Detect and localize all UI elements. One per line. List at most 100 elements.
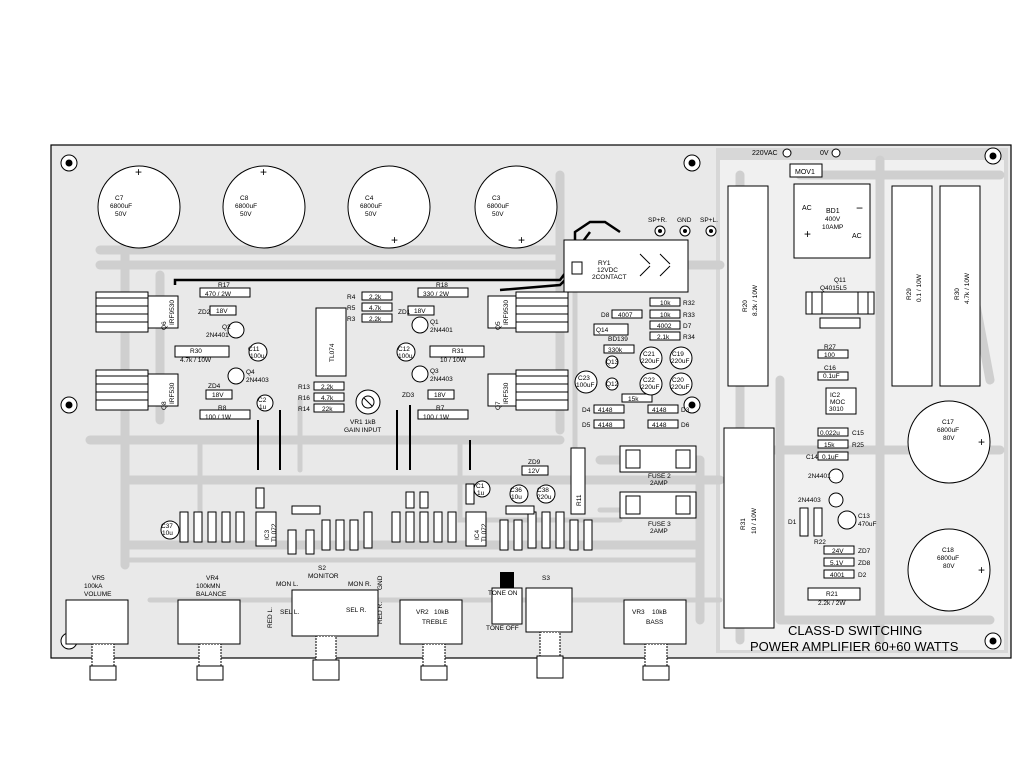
svg-text:Q12: Q12 <box>606 381 619 388</box>
svg-text:6800uF: 6800uF <box>235 203 257 210</box>
svg-text:VR4: VR4 <box>206 575 219 582</box>
svg-text:50V: 50V <box>492 211 504 218</box>
svg-text:R30: R30 <box>190 348 202 355</box>
switch-s3: TONE ON TONE OFF S3 <box>486 572 573 679</box>
trimmer-vr1: VR1 1kB GAIN INPUT <box>344 389 381 434</box>
svg-text:4148: 4148 <box>652 422 667 429</box>
svg-text:BALANCE: BALANCE <box>196 591 227 598</box>
svg-text:100 / 1W: 100 / 1W <box>423 414 450 421</box>
svg-text:C14: C14 <box>806 454 818 461</box>
svg-text:D5: D5 <box>582 422 591 429</box>
svg-text:+: + <box>260 165 267 179</box>
svg-text:4.7k: 4.7k <box>369 305 382 312</box>
svg-text:Q7: Q7 <box>495 401 502 410</box>
svg-text:R21: R21 <box>826 591 838 598</box>
filter-cap-c8: + C8 6800uF 50V <box>222 165 306 249</box>
svg-text:2N4401: 2N4401 <box>430 327 453 334</box>
svg-text:R33: R33 <box>683 312 695 319</box>
svg-text:2.2k: 2.2k <box>369 316 382 323</box>
svg-text:VR3: VR3 <box>632 609 645 616</box>
svg-text:IRF9530: IRF9530 <box>503 300 510 325</box>
svg-text:8.2k / 10W: 8.2k / 10W <box>752 284 759 316</box>
filter-cap-c7: + C7 6800uF 50V <box>97 165 181 249</box>
svg-text:BD1: BD1 <box>826 208 840 215</box>
svg-text:R4: R4 <box>347 294 356 301</box>
cap-c1: C1 1u <box>473 480 491 498</box>
svg-text:TONE OFF: TONE OFF <box>486 625 519 632</box>
svg-text:ZD3: ZD3 <box>402 392 415 399</box>
svg-text:R5: R5 <box>347 305 356 312</box>
svg-text:10k: 10k <box>660 300 671 307</box>
svg-text:R13: R13 <box>298 384 310 391</box>
svg-text:R34: R34 <box>683 334 695 341</box>
svg-text:C13: C13 <box>858 513 870 520</box>
svg-text:C7: C7 <box>115 195 124 202</box>
svg-text:VR2: VR2 <box>416 609 429 616</box>
cap-c2: C2 1u <box>256 394 274 412</box>
svg-text:10k: 10k <box>660 312 671 319</box>
relay-driver-parts: D8 4007 10k R32 10k R33 4002 D7 2.1k R34… <box>574 297 695 429</box>
svg-text:Q8: Q8 <box>161 401 168 410</box>
resistor-r20: R20 8.2k / 10W <box>727 185 769 387</box>
svg-text:10u: 10u <box>511 494 522 501</box>
filter-cap-c4: + C4 6800uF 50V <box>347 165 431 249</box>
transistor-q1: Q1 2N4401 <box>411 316 453 334</box>
pot-vr4: VR4 100kMN BALANCE <box>177 575 241 681</box>
svg-text:100kA: 100kA <box>84 583 103 590</box>
svg-text:100u: 100u <box>398 353 413 360</box>
svg-text:GND: GND <box>677 217 692 224</box>
svg-text:C1: C1 <box>476 483 485 490</box>
resistor-r21: R21 2.2k / 2W <box>807 587 861 607</box>
svg-text:R16: R16 <box>298 395 310 402</box>
svg-text:0.1uF: 0.1uF <box>822 454 839 461</box>
svg-text:470uF: 470uF <box>858 521 876 528</box>
svg-text:R11: R11 <box>576 494 583 506</box>
svg-text:IC3: IC3 <box>264 530 271 541</box>
triac-q11: Q11 Q4015L5 <box>805 277 875 329</box>
svg-text:220uF: 220uF <box>641 384 659 391</box>
zener-zd3: ZD3 18V <box>402 389 455 400</box>
svg-text:100: 100 <box>824 352 835 359</box>
svg-text:TREBLE: TREBLE <box>422 619 448 626</box>
svg-text:22k: 22k <box>322 406 333 413</box>
svg-text:VOLUME: VOLUME <box>84 591 112 598</box>
svg-text:BD139: BD139 <box>608 336 628 343</box>
cap-c38: C38 220u <box>536 484 556 504</box>
mosfet-q6: Q6 IRF9530 <box>95 291 179 333</box>
svg-text:S3: S3 <box>542 575 550 582</box>
svg-text:10 / 10W: 10 / 10W <box>440 357 467 364</box>
svg-text:C36: C36 <box>510 487 522 494</box>
mosfet-q5: Q5 IRF9530 <box>487 291 569 333</box>
svg-text:+: + <box>804 227 811 241</box>
svg-text:2N4401: 2N4401 <box>206 332 229 339</box>
svg-text:80V: 80V <box>943 435 955 442</box>
opto-driver-ic2: IC2 MOC 3010 R27 100 C16 0.1uF 15k R25 0… <box>788 344 876 579</box>
zero-volt-pad <box>831 148 841 158</box>
svg-text:IRF530: IRF530 <box>503 382 510 404</box>
svg-text:R20: R20 <box>742 300 749 312</box>
svg-text:2.1k: 2.1k <box>657 334 670 341</box>
svg-text:D8: D8 <box>601 312 610 319</box>
svg-text:D2: D2 <box>858 572 867 579</box>
svg-text:6800uF: 6800uF <box>360 203 382 210</box>
svg-text:5.1V: 5.1V <box>830 560 844 567</box>
svg-text:R22: R22 <box>814 539 826 546</box>
transistor-q2: Q2 2N4401 <box>206 321 245 339</box>
svg-text:GAIN INPUT: GAIN INPUT <box>344 427 381 434</box>
svg-text:D1: D1 <box>788 519 797 526</box>
svg-text:C11: C11 <box>248 346 260 353</box>
svg-text:10u: 10u <box>162 530 173 537</box>
svg-text:3010: 3010 <box>829 406 844 413</box>
svg-text:MOV1: MOV1 <box>795 169 815 176</box>
svg-text:+: + <box>978 563 985 577</box>
svg-text:C21: C21 <box>643 351 655 358</box>
svg-text:15k: 15k <box>628 396 639 403</box>
svg-text:4148: 4148 <box>598 407 613 414</box>
svg-text:12V: 12V <box>528 468 540 475</box>
tone-section-passives <box>179 483 593 555</box>
resistor-stack-center: R4 2.2k R5 4.7k R3 2.2k R13 2.2k R16 4.7… <box>298 291 393 413</box>
svg-text:IC2: IC2 <box>830 392 841 399</box>
svg-text:Q5: Q5 <box>495 321 502 330</box>
svg-text:50V: 50V <box>365 211 377 218</box>
svg-text:ZD8: ZD8 <box>858 560 871 567</box>
